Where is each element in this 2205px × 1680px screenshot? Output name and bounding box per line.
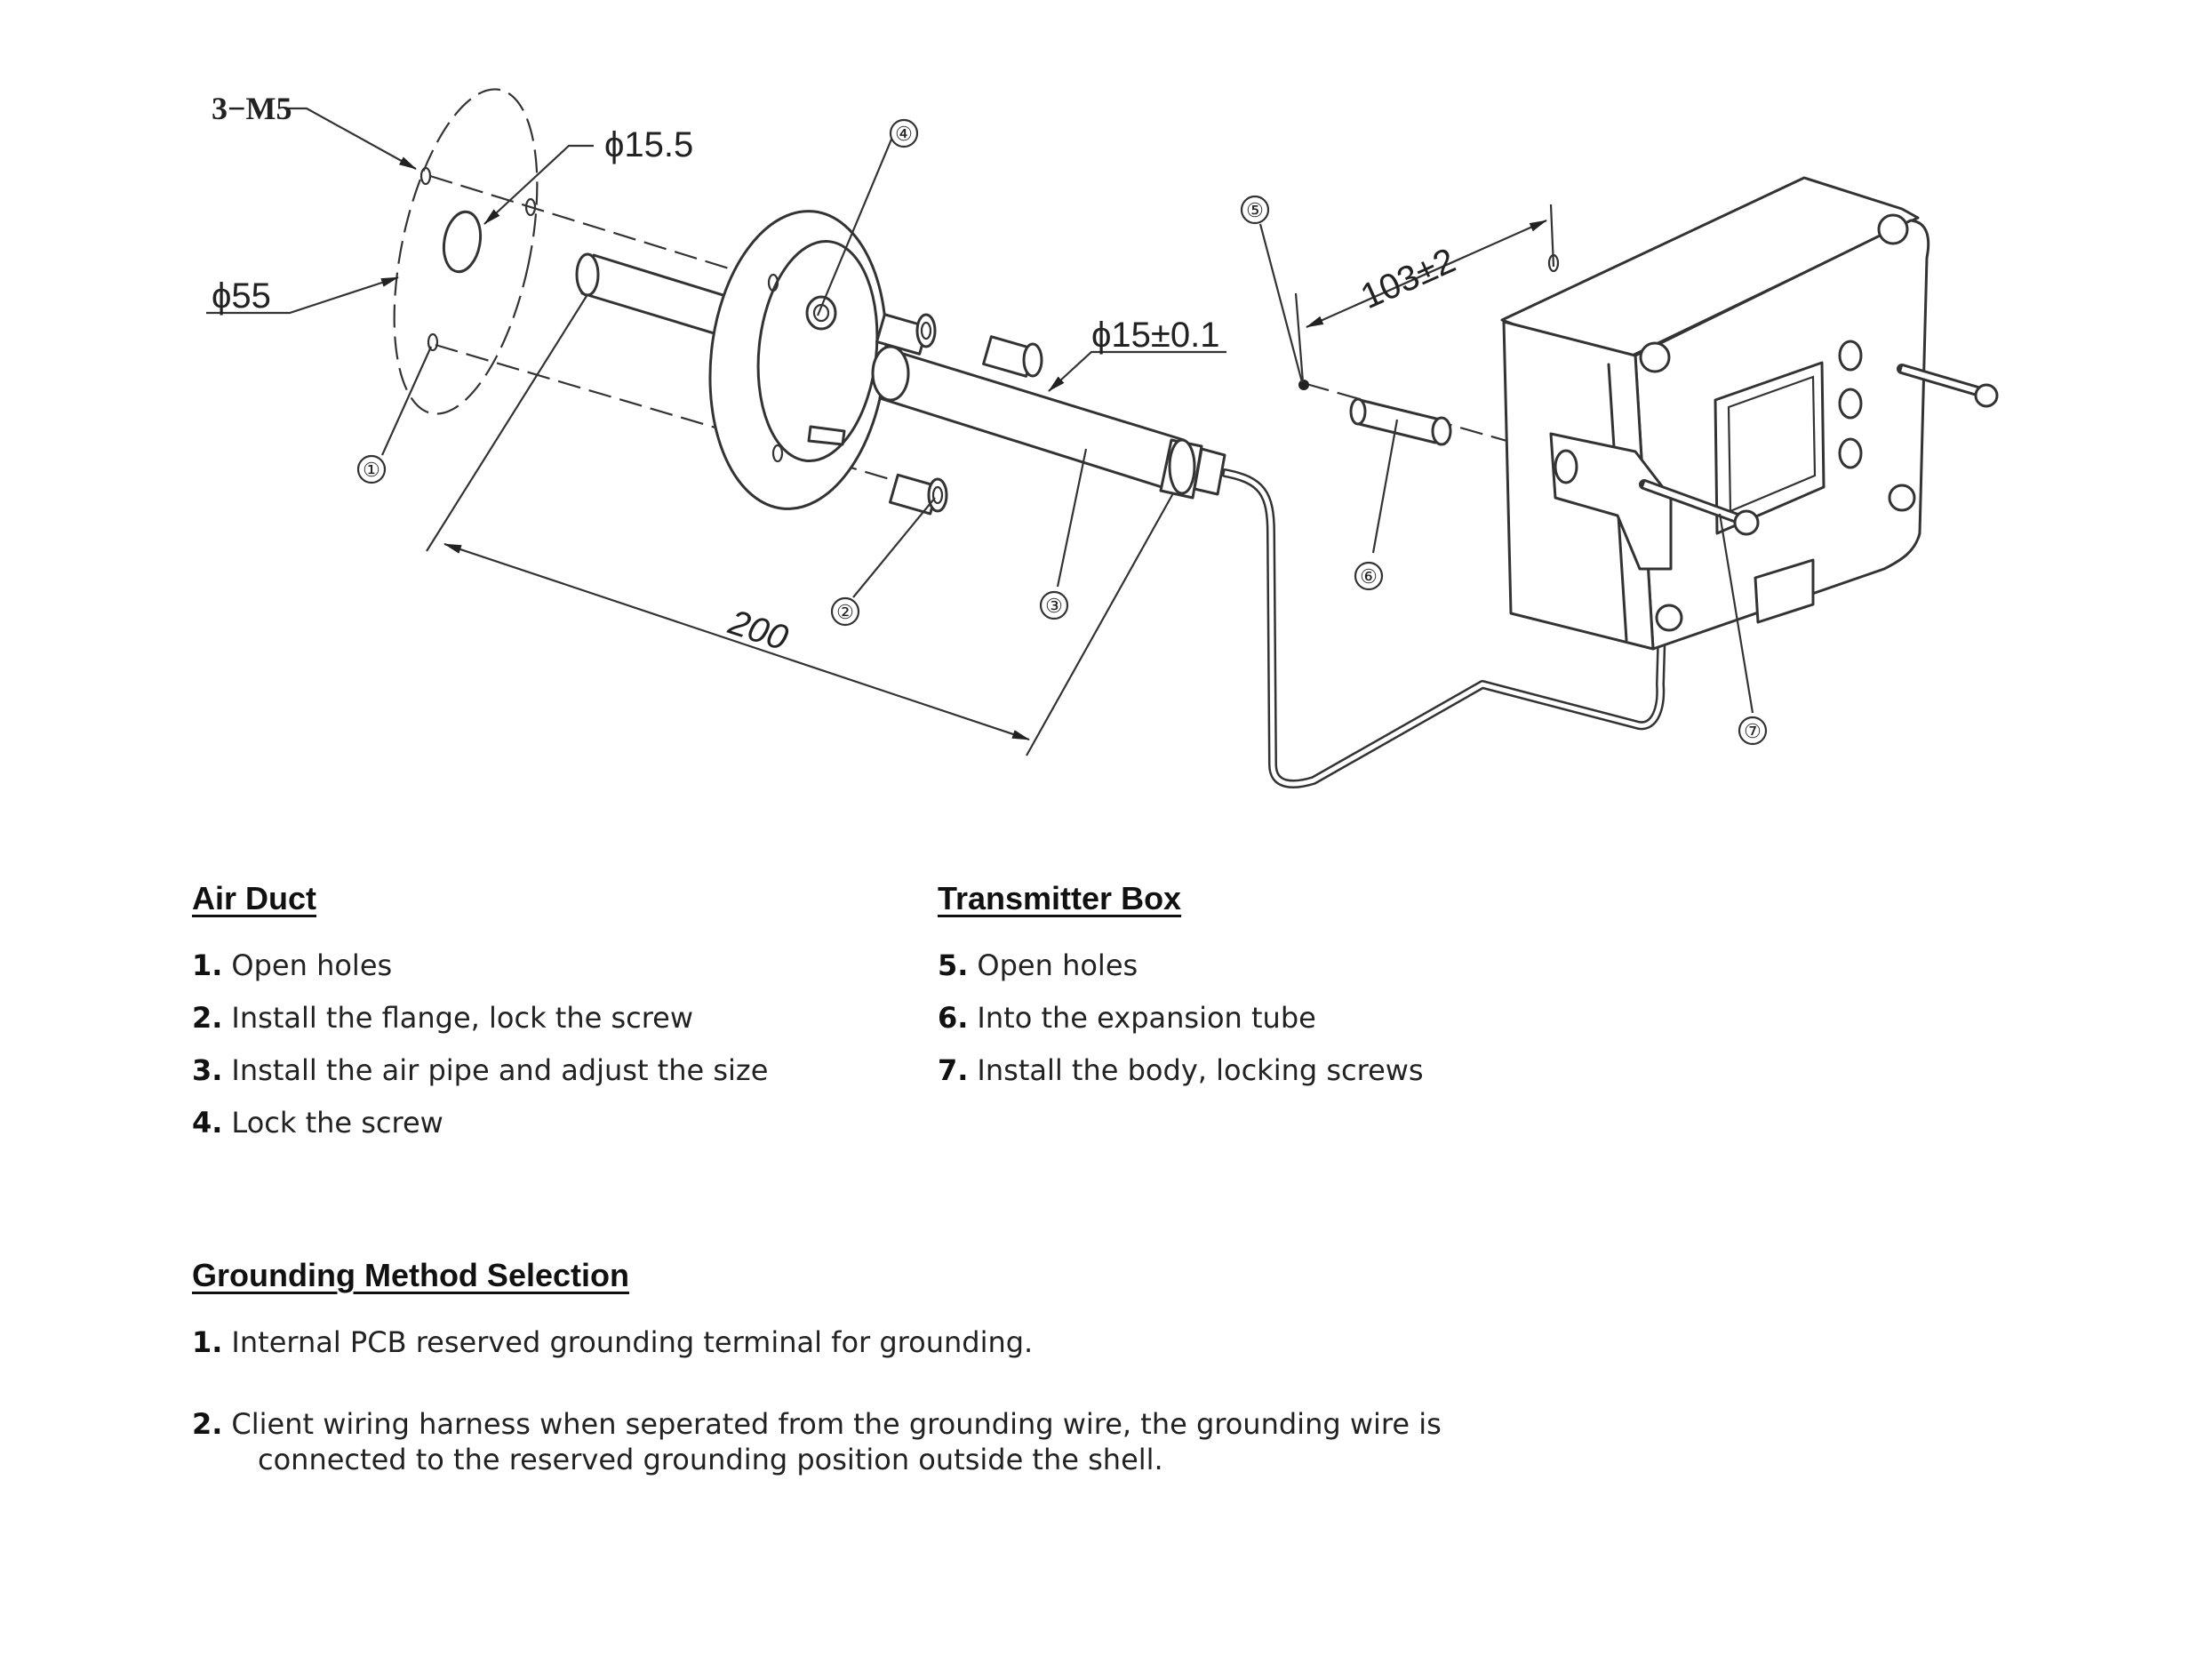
expansion-tube [1298,380,1452,446]
dim-200: 200 [723,603,793,659]
callout-2: ② [830,596,860,627]
list-item: 1.Open holes [192,948,393,982]
transmitter-box [1500,176,1999,651]
dim-3-m5: 3−M5 [212,91,292,126]
callout-7: ⑦ [1738,716,1768,746]
svg-text:④: ④ [895,123,913,145]
list-item: 2.Install the flange, lock the screw [192,1001,694,1035]
grounding-heading: Grounding Method Selection [192,1257,629,1293]
svg-text:⑦: ⑦ [1744,720,1762,742]
dim-phi-15-tol: ϕ15±0.1 [1091,316,1219,355]
callout-4: ④ [889,118,919,148]
list-item: 1.Internal PCB reserved grounding termin… [192,1325,1034,1359]
svg-text:①: ① [363,459,380,481]
callout-6: ⑥ [1354,561,1384,591]
dim-phi-55: ϕ55 [212,276,271,316]
mounting-flange [708,210,888,510]
wall-hole-pattern [393,88,539,415]
callout-5: ⑤ [1240,195,1270,225]
svg-text:⑥: ⑥ [1360,565,1378,588]
svg-text:③: ③ [1045,595,1063,617]
installation-diagram: 3−M5 ϕ15.5 ϕ55 ϕ15±0.1 200 103±2 ① ② ③ ④… [206,88,1999,788]
transmitter-box-section: Transmitter Box 5.Open holes 6.Into the … [938,880,1738,1105]
flange-screw-upper [875,313,937,356]
transmitter-box-heading: Transmitter Box [938,880,1182,916]
list-item: 2.Client wiring harness when seperated f… [192,1407,1442,1476]
svg-text:②: ② [836,601,854,623]
callout-3: ③ [1039,590,1069,620]
list-item: 7.Install the body, locking screws [938,1053,1424,1087]
callout-1: ① [356,454,387,484]
flange-screw-lower [888,473,948,516]
flange-screw-mid [982,335,1043,378]
list-item: 3.Install the air pipe and adjust the si… [192,1053,769,1087]
list-item: 5.Open holes [938,948,1138,982]
air-duct-section: Air Duct 1.Open holes 2.Install the flan… [192,880,885,1157]
dim-103: 103±2 [1355,241,1461,316]
cable-gland [1159,438,1226,500]
list-item: 4.Lock the screw [192,1106,443,1140]
svg-text:⑤: ⑤ [1246,199,1264,221]
dim-phi-15-5: ϕ15.5 [604,125,693,164]
list-item: 6.Into the expansion tube [938,1001,1316,1035]
grounding-section: Grounding Method Selection 1.Internal PC… [192,1257,1881,1524]
air-duct-heading: Air Duct [192,880,317,916]
